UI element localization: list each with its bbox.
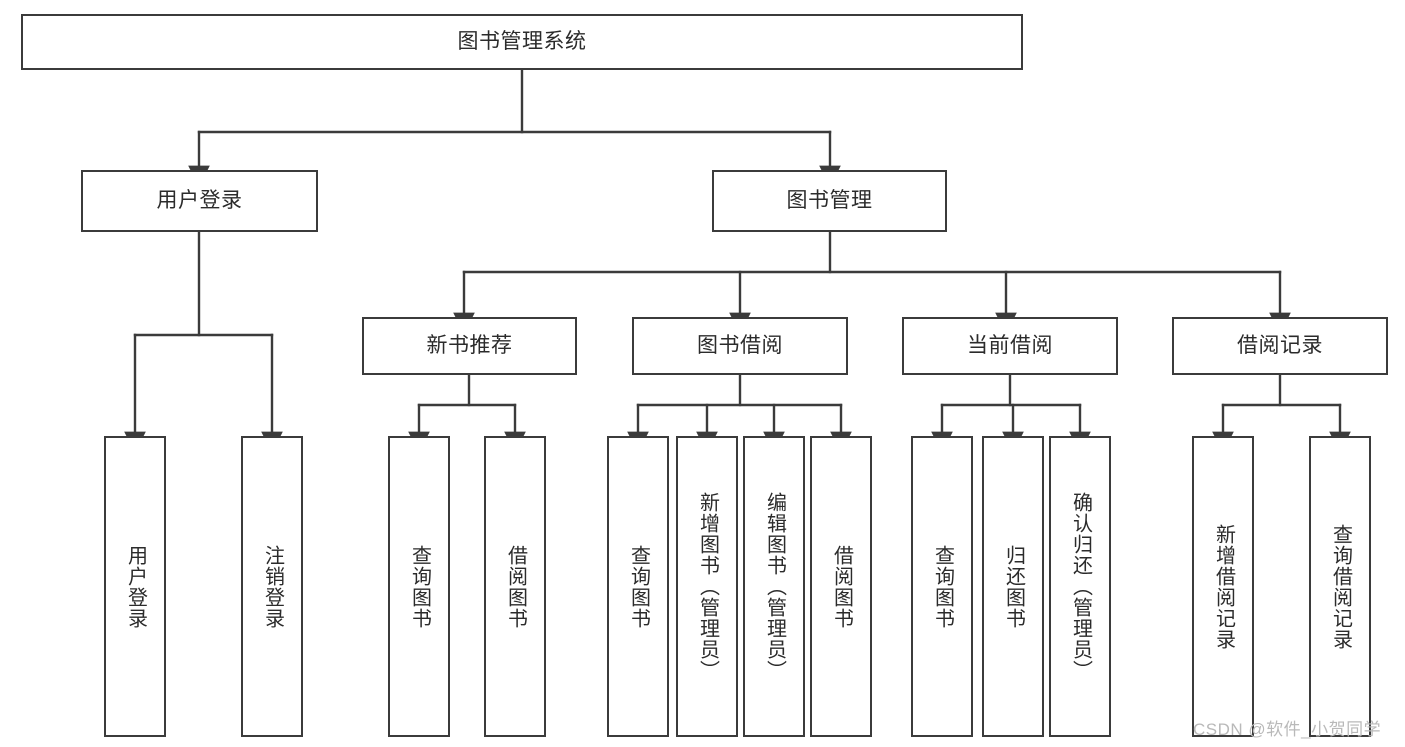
node-label-leaf-add-book: 新增图书（管理员） [696,492,719,681]
node-label-leaf-return-book: 归还图书 [1002,544,1025,629]
node-leaf-logout[interactable]: 注销登录 [241,436,303,737]
node-leaf-user-login[interactable]: 用户登录 [104,436,166,737]
node-leaf-query-book-1[interactable]: 查询图书 [388,436,450,737]
node-leaf-edit-book[interactable]: 编辑图书（管理员） [743,436,805,737]
node-current-borrow[interactable]: 当前借阅 [902,317,1118,375]
node-label-leaf-user-login: 用户登录 [124,544,147,629]
node-label-book-manage: 图书管理 [786,189,873,213]
node-borrow-record[interactable]: 借阅记录 [1172,317,1388,375]
node-root[interactable]: 图书管理系统 [21,14,1023,70]
node-label-leaf-query-book-3: 查询图书 [931,544,954,629]
node-label-root: 图书管理系统 [457,30,587,54]
node-label-leaf-query-book-2: 查询图书 [627,544,650,629]
node-label-leaf-logout: 注销登录 [261,544,284,629]
node-label-leaf-borrow-book-2: 借阅图书 [830,544,853,629]
node-leaf-query-book-3[interactable]: 查询图书 [911,436,973,737]
node-label-leaf-query-record: 查询借阅记录 [1329,523,1352,650]
node-label-leaf-add-record: 新增借阅记录 [1212,523,1235,650]
node-leaf-add-book[interactable]: 新增图书（管理员） [676,436,738,737]
node-label-leaf-query-book-1: 查询图书 [408,544,431,629]
node-leaf-confirm-return[interactable]: 确认归还（管理员） [1049,436,1111,737]
node-leaf-borrow-book-1[interactable]: 借阅图书 [484,436,546,737]
node-new-book-rec[interactable]: 新书推荐 [362,317,577,375]
node-user-login[interactable]: 用户登录 [81,170,318,232]
node-leaf-return-book[interactable]: 归还图书 [982,436,1044,737]
node-book-manage[interactable]: 图书管理 [712,170,947,232]
node-label-leaf-confirm-return: 确认归还（管理员） [1069,492,1092,681]
node-label-borrow-record: 借阅记录 [1237,334,1323,358]
node-leaf-add-record[interactable]: 新增借阅记录 [1192,436,1254,737]
node-label-current-borrow: 当前借阅 [967,334,1053,358]
node-label-book-borrow: 图书借阅 [697,334,783,358]
node-label-leaf-edit-book: 编辑图书（管理员） [763,492,786,681]
node-label-new-book-rec: 新书推荐 [426,334,513,358]
node-book-borrow[interactable]: 图书借阅 [632,317,848,375]
node-label-user-login: 用户登录 [156,189,243,213]
node-leaf-query-record[interactable]: 查询借阅记录 [1309,436,1371,737]
node-label-leaf-borrow-book-1: 借阅图书 [504,544,527,629]
node-leaf-query-book-2[interactable]: 查询图书 [607,436,669,737]
node-leaf-borrow-book-2[interactable]: 借阅图书 [810,436,872,737]
connector-group [124,68,1351,454]
